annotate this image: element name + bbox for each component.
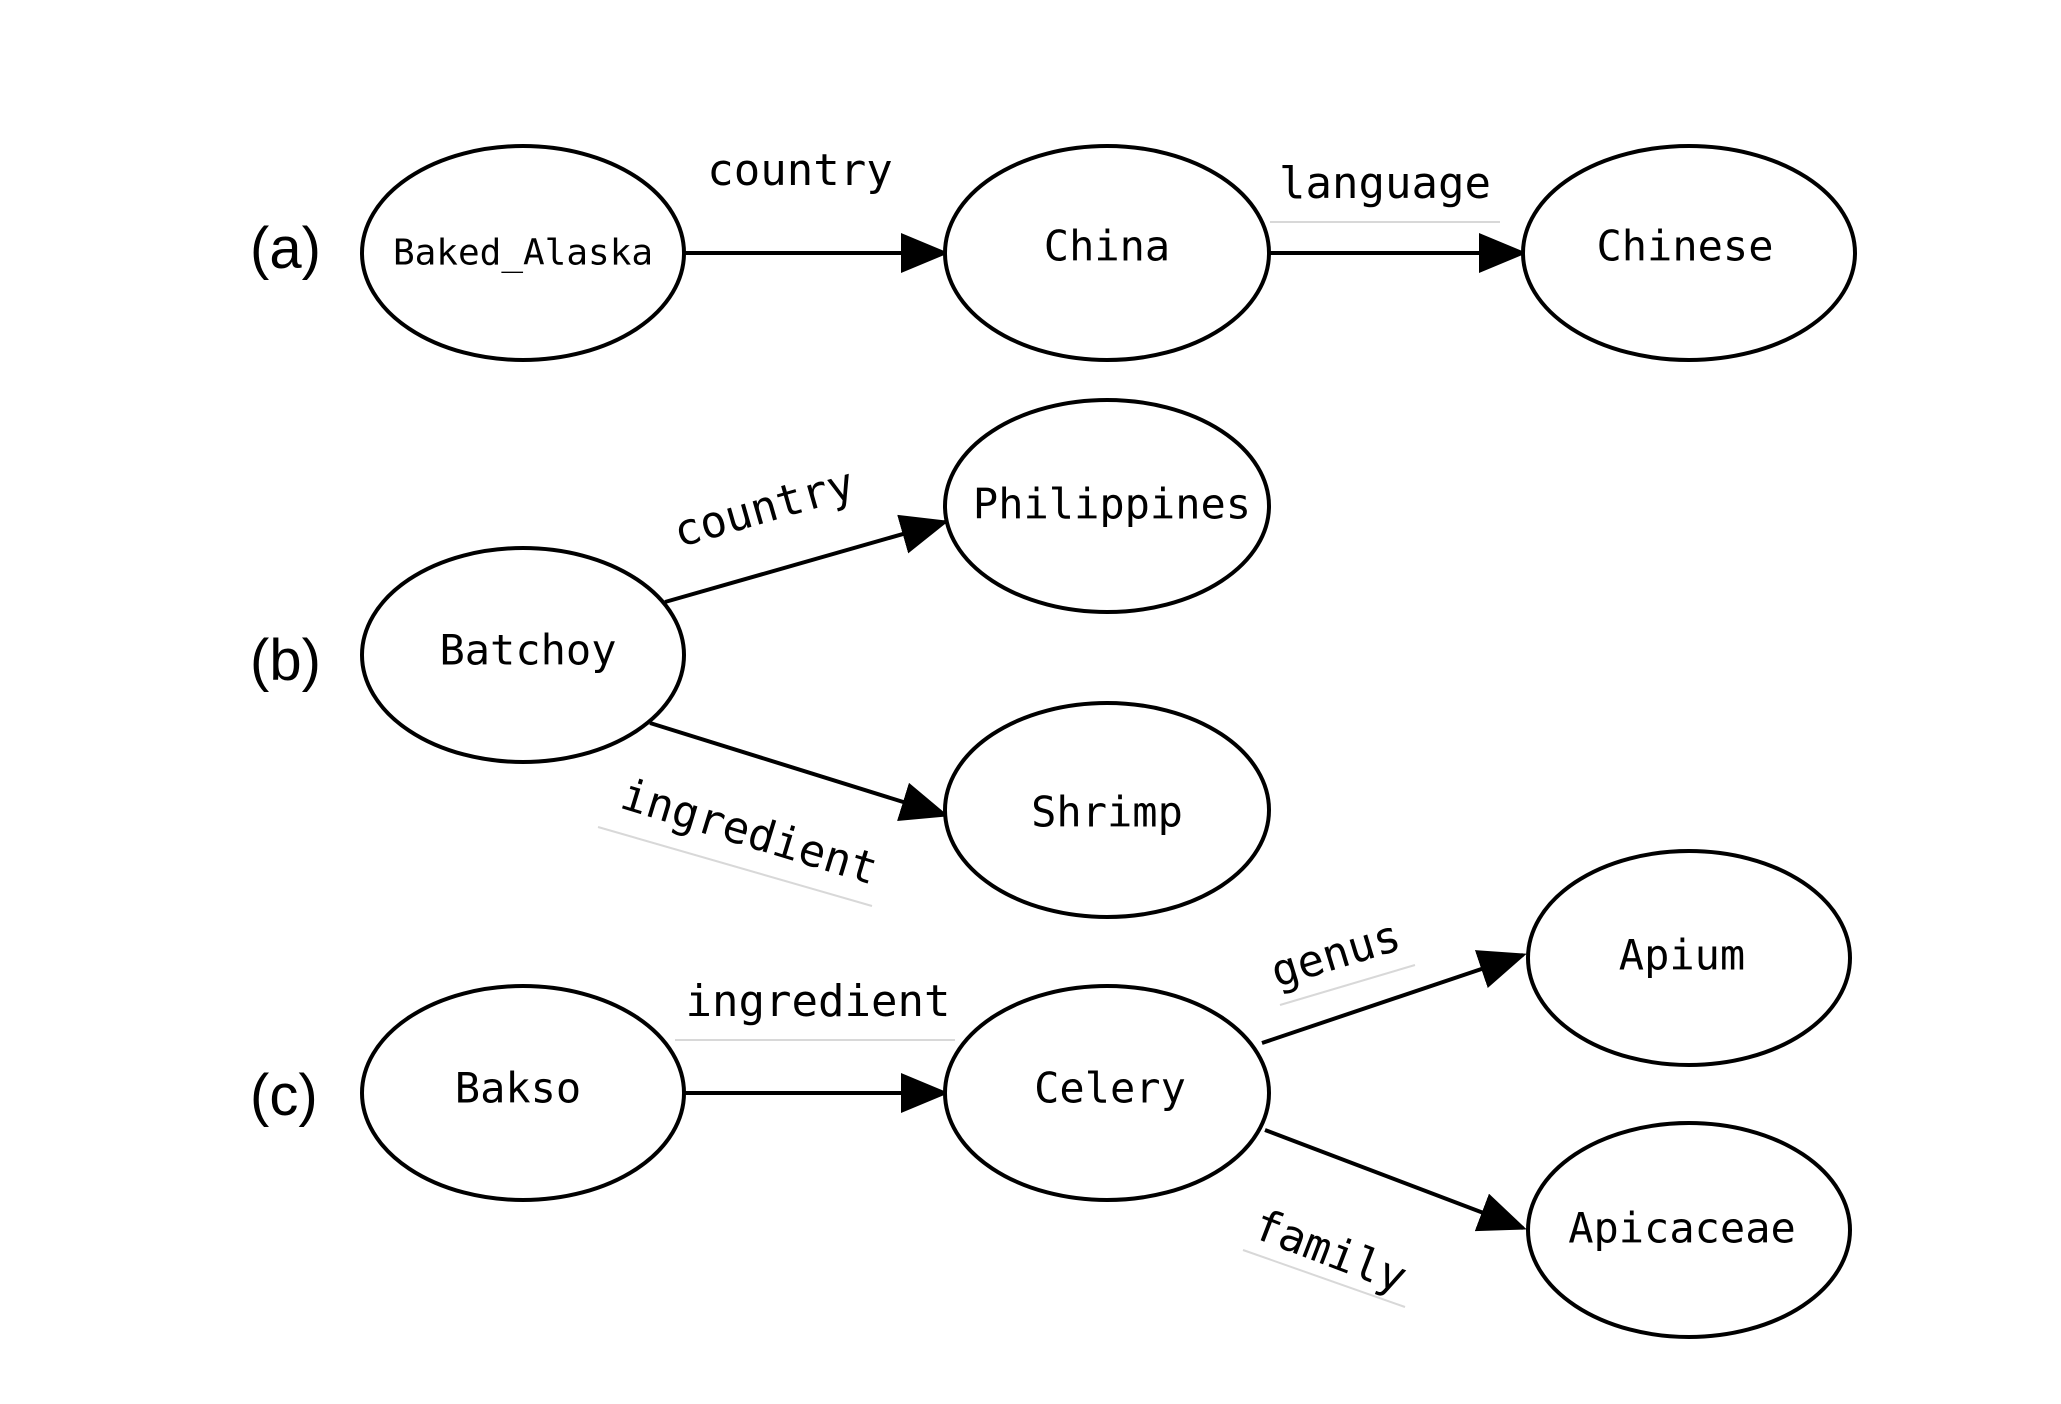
node-apium: Apium [1526,849,1852,1067]
edge-label-genus: genus [1265,910,1407,997]
node-apicaceae: Apicaceae [1526,1121,1852,1339]
node-label-baked-alaska: Baked_Alaska [393,233,653,274]
node-philippines: Philippines [943,398,1271,614]
node-label-bakso: Bakso [455,1064,581,1113]
edge-label-ingredient: ingredient [686,976,951,1027]
node-label-apium: Apium [1619,931,1745,980]
node-label-chinese: Chinese [1596,222,1773,271]
node-label-celery: Celery [1034,1064,1186,1113]
node-label-philippines: Philippines [973,480,1251,529]
node-label-apicaceae: Apicaceae [1568,1204,1796,1253]
edge-label-ingredient: ingredient [615,769,883,895]
edge-ingredient-c: ingredient [675,976,955,1113]
edge-genus: genus [1261,910,1527,1045]
edge-label-family: family [1247,1199,1414,1304]
node-bakso: Bakso [360,984,686,1202]
edge-family: family [1242,1128,1527,1308]
edge-ingredient-b: ingredient [597,721,949,907]
edge-label-country: country [707,145,892,196]
node-shrimp: Shrimp [943,701,1271,919]
node-china: China [943,144,1271,362]
edge-country-b: country [664,458,949,604]
panel-label-a: (a) [250,216,321,281]
node-label-china: China [1044,222,1170,271]
node-batchoy: Batchoy [360,546,686,764]
edge-label-country: country [668,458,860,558]
node-chinese: Chinese [1521,144,1857,362]
panel-label-c: (c) [250,1063,318,1128]
edge-label-language: language [1279,158,1491,209]
panel-label-b: (b) [250,628,321,693]
edge-country-a: country [684,145,949,273]
node-label-shrimp: Shrimp [1031,788,1183,837]
edge-language: language [1269,158,1527,273]
node-celery: Celery [943,984,1271,1202]
node-baked-alaska: Baked_Alaska [360,144,686,362]
node-label-batchoy: Batchoy [439,626,616,675]
